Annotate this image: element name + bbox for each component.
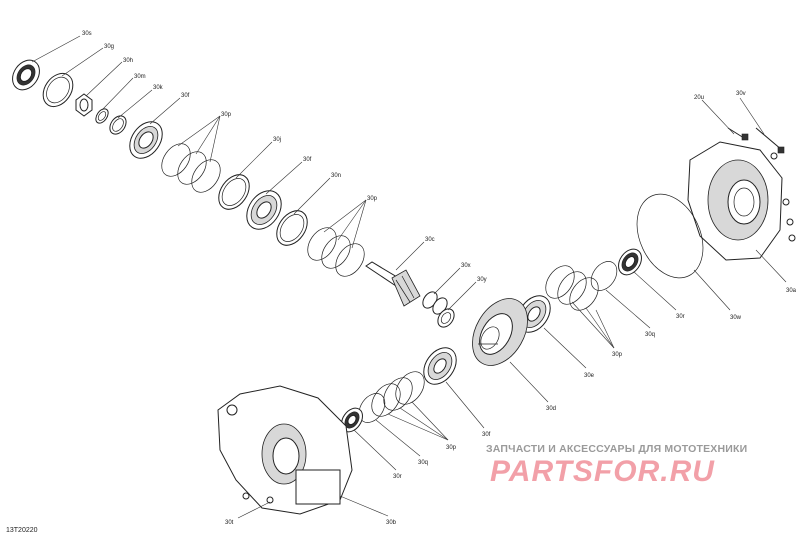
part-ring-q-right [590, 261, 618, 291]
callout-20u: 20u [694, 95, 704, 101]
callout-labels: 30s 30g 30h 30m 30k 30f 30p 30j 30f 30n … [82, 31, 797, 526]
part-o-ring [636, 193, 704, 279]
callout-30c: 30c [425, 237, 435, 243]
callout-30p: 30p [221, 112, 232, 118]
part-ring-n [276, 210, 308, 246]
callout-30w: 30w [730, 315, 742, 321]
leader-lines [31, 35, 787, 519]
callout-30q: 30q [418, 460, 428, 466]
callout-30p: 30p [446, 445, 457, 451]
watermark-tagline: ЗАПЧАСТИ И АКСЕССУАРЫ ДЛЯ МОТОТЕХНИКИ [486, 443, 748, 455]
part-ring-j [218, 174, 250, 210]
callout-30d: 30d [546, 406, 556, 412]
part-pinion-shaft [365, 261, 421, 307]
part-shims-top [161, 143, 221, 193]
callout-30q: 30q [645, 332, 655, 338]
part-sleeve [437, 308, 455, 328]
part-nut [75, 93, 93, 117]
callout-30m: 30m [134, 74, 146, 80]
callout-30p: 30p [367, 196, 378, 202]
callout-30h: 30h [123, 58, 133, 64]
part-shims-mid [307, 227, 365, 277]
callout-30n: 30n [331, 173, 341, 179]
part-ball-bearing-low [423, 347, 457, 385]
part-ball-bearing-top [129, 121, 163, 159]
part-housing-cover [687, 141, 796, 261]
part-main-housing [217, 385, 353, 515]
callout-30f: 30f [482, 432, 491, 438]
callout-30f: 30f [181, 93, 190, 99]
callout-30f: 30f [303, 157, 312, 163]
callout-30b: 30b [386, 520, 397, 526]
part-washer [95, 108, 109, 124]
callout-30e: 30e [584, 373, 595, 379]
part-oil-seal-top [12, 59, 40, 91]
callout-30v: 30v [736, 91, 746, 97]
callout-30k: 30k [153, 85, 164, 91]
callout-30x: 30x [461, 263, 471, 269]
part-bolts [727, 127, 785, 154]
part-ring-k [109, 115, 127, 135]
part-oil-seal-right [618, 248, 642, 276]
watermark-logo: PARTSFOR.RU [490, 455, 715, 488]
callout-30p: 30p [612, 352, 623, 358]
part-bearing-cup [42, 72, 74, 108]
callout-30j: 30j [273, 137, 281, 143]
callout-30a: 30a [786, 288, 797, 294]
part-ring-gear [472, 298, 528, 366]
callout-30g: 30g [104, 44, 114, 50]
part-ball-bearing-mid [246, 190, 282, 230]
part-oil-seal-low [341, 407, 363, 433]
callout-30t: 30t [225, 520, 234, 526]
callout-30r: 30r [676, 314, 685, 320]
diagram-code: 13T20220 [6, 527, 38, 534]
part-shims-low [371, 371, 425, 417]
part-ring-q-low [358, 393, 386, 423]
callout-30r: 30r [393, 474, 402, 480]
part-shims-right [545, 265, 599, 311]
callout-30y: 30y [477, 277, 487, 283]
callout-30s: 30s [82, 31, 92, 37]
